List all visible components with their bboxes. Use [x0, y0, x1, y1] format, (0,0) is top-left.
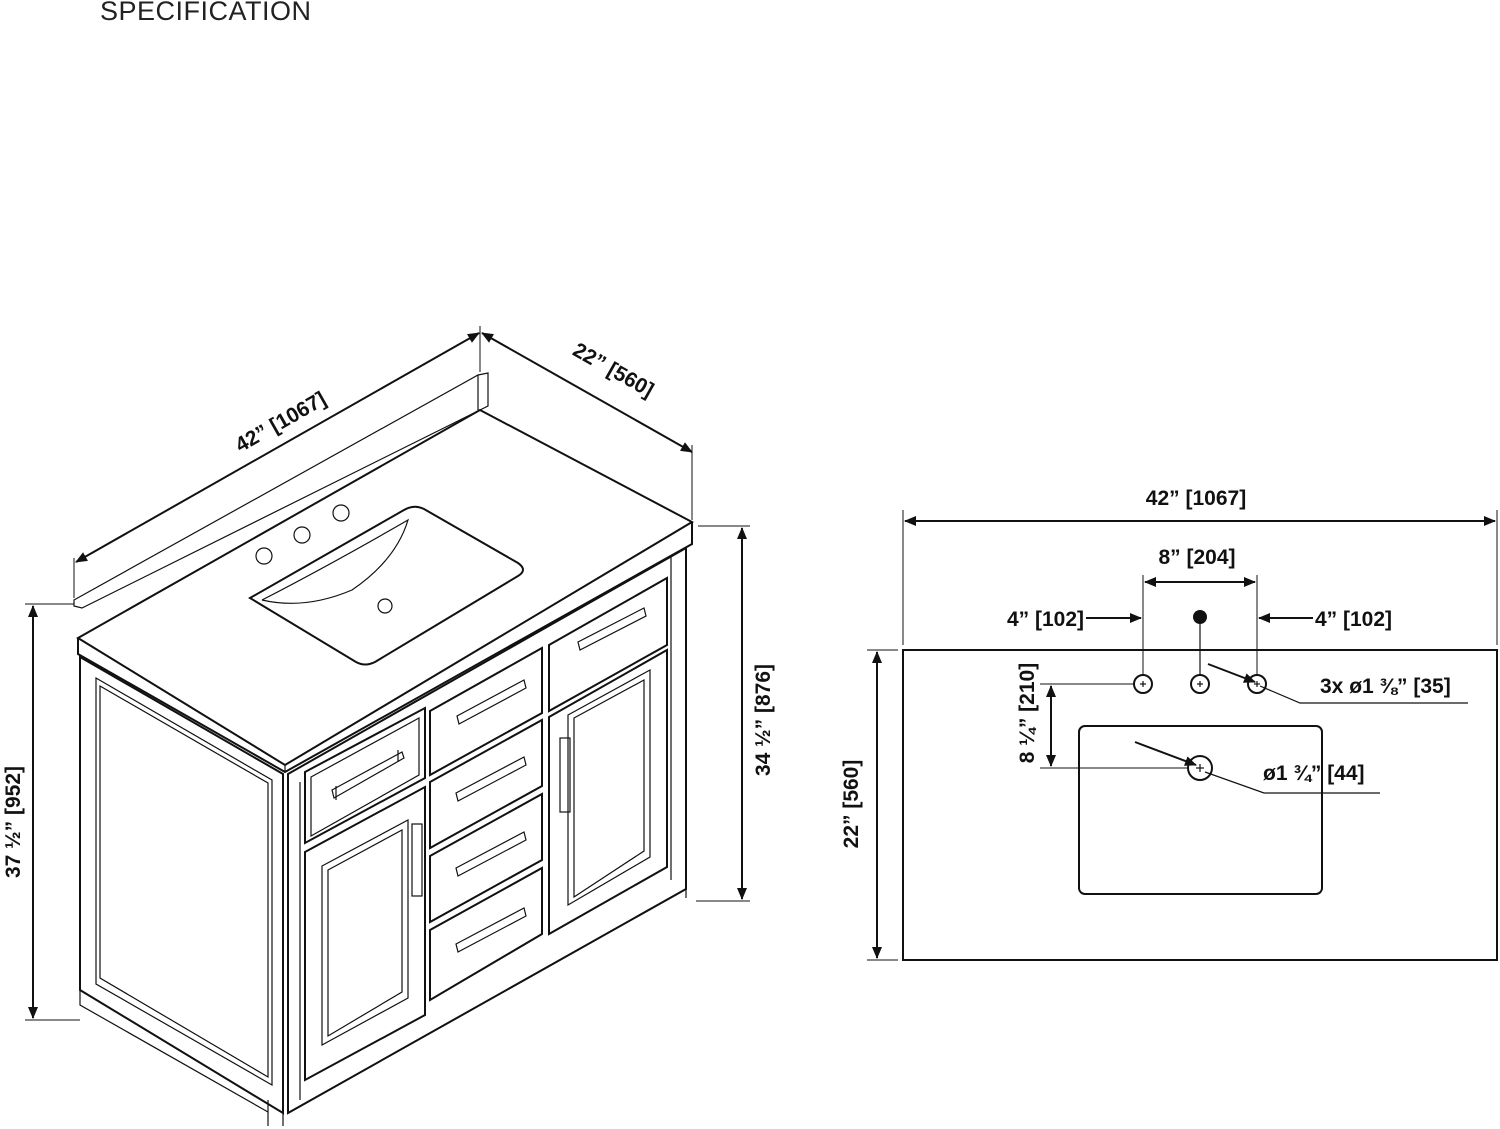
door-handle [411, 823, 423, 897]
drain-offset-label: 8 ¼” [210] [1016, 663, 1039, 763]
isometric-dimensions [25, 326, 750, 1021]
faucet-hole-leader [1207, 663, 1256, 683]
left-door [304, 785, 426, 1082]
countertop-top [76, 408, 695, 767]
door-handle [559, 737, 571, 813]
drain-hole [377, 598, 393, 614]
drawer-handle [331, 751, 405, 799]
undermount-sink [248, 505, 524, 666]
top-depth-label: 22” [560] [840, 760, 863, 849]
left-offset-label: 4” [102] [1007, 608, 1084, 631]
drain-leader [1134, 741, 1197, 766]
right-drawer [548, 576, 668, 713]
countertop-front-edge [77, 522, 693, 774]
center-drawers [429, 646, 543, 1002]
vanity-isometric-drawing [73, 372, 695, 1126]
iso-cabinet-height-label: 34 ½” [876] [752, 664, 775, 776]
left-drawer [304, 706, 426, 845]
cabinet-front [287, 546, 687, 1115]
iso-total-height-label: 37 ½” [952] [2, 766, 25, 878]
page-title: SPECIFICATION [100, 0, 312, 26]
cabinet-side [79, 655, 284, 1115]
drain-hole [1187, 755, 1213, 781]
side-panel [95, 676, 273, 1087]
faucet-hole-right [1247, 674, 1267, 694]
top-width-label: 42” [1067] [1146, 487, 1246, 510]
depth-dimension-line [481, 332, 693, 453]
faucet-hole-left [1133, 674, 1153, 694]
top-view-dimensions [867, 510, 1498, 961]
drain-label: ø1 ¾” [44] [1263, 762, 1365, 785]
faucet-hole-center [1190, 674, 1210, 694]
sink-bowl [1078, 725, 1323, 895]
iso-depth-label: 22” [560] [569, 338, 658, 402]
faucet-holes-label: 3x ø1 ⅜” [35] [1320, 675, 1451, 698]
width-dimension-line [75, 332, 480, 563]
right-offset-label: 4” [102] [1315, 608, 1392, 631]
right-door [548, 648, 668, 936]
faucet-spread-label: 8” [204] [1158, 546, 1235, 569]
